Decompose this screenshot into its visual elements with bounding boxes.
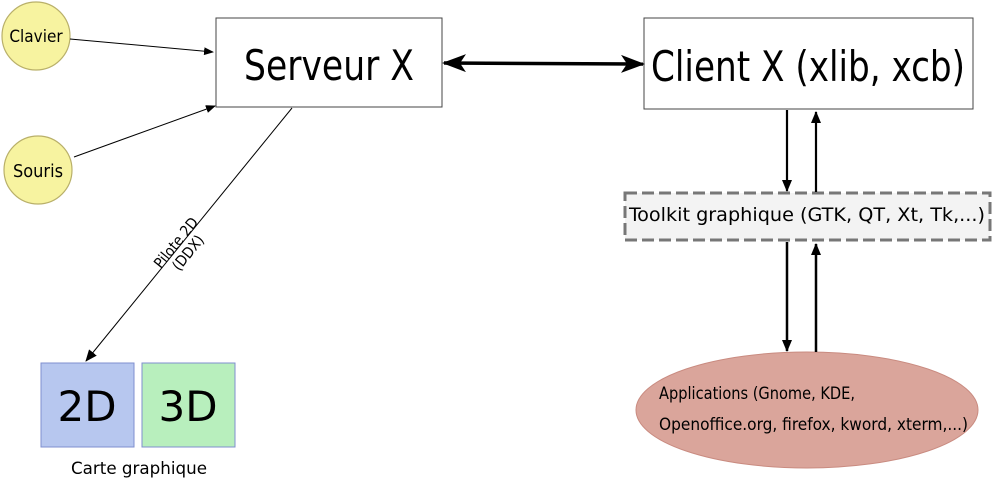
toolkit-label: Toolkit graphique (GTK, QT, Xt, Tk,...) [628,204,985,226]
toolkit-box [623,191,992,242]
client-node: Client X (xlib, xcb) [643,17,974,110]
card-3d-label: 3D [158,382,217,431]
server-box [215,17,443,108]
keyboard-label: Clavier [9,27,63,47]
keyboard-circle [1,1,71,71]
card-3d-box [141,362,236,448]
arrow-server-client [442,54,645,73]
mouse-label: Souris [13,161,63,182]
card-2d-label: 2D [57,382,116,431]
server-label: Serveur X [244,41,414,90]
graphics-card: 2D 3D Carte graphique [40,362,236,479]
mouse-node: Souris [3,135,73,205]
applications-ellipse [635,351,979,469]
server-node: Serveur X [215,17,443,108]
arrow-server-to-card [85,107,293,362]
card-caption: Carte graphique [71,459,207,479]
keyboard-node: Clavier [1,1,71,71]
applications-node: Applications (Gnome, KDE, Openoffice.org… [635,351,979,469]
client-box [643,17,974,110]
applications-label-line1: Applications (Gnome, KDE, [659,384,855,404]
applications-label-line2: Openoffice.org, firefox, kword, xterm,..… [659,415,968,435]
mouse-circle [3,135,73,205]
card-2d-box [40,362,135,448]
client-label: Client X (xlib, xcb) [651,42,965,91]
toolkit-node: Toolkit graphique (GTK, QT, Xt, Tk,...) [623,191,992,242]
arrow-mouse-to-server [73,105,216,158]
arrow-keyboard-to-server [69,38,214,56]
